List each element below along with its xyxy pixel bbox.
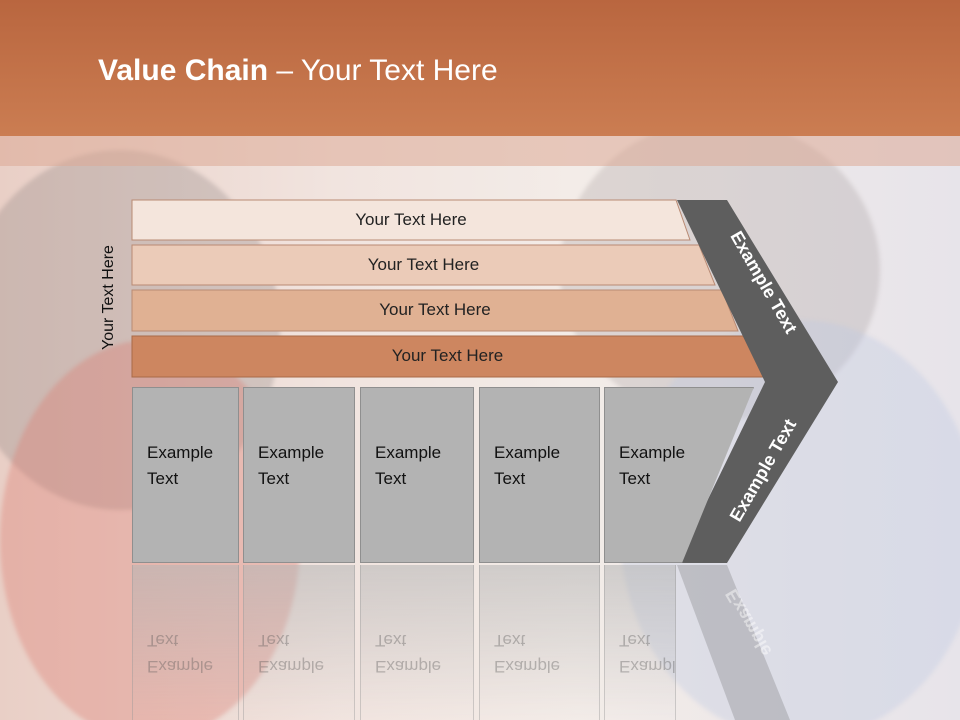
bar-shape-1 (131, 199, 691, 241)
bar-label-1: Your Text Here (355, 210, 467, 229)
box-2-line1: Example (258, 443, 325, 462)
box-3-line1: Example (375, 443, 442, 462)
box-5-line2: Text (619, 469, 651, 488)
title-rest: – Your Text Here (268, 54, 498, 87)
bar-row-2: Your Text Here (132, 245, 715, 285)
bar-shape-2 (131, 244, 716, 286)
bar-label-3: Your Text Here (379, 300, 491, 319)
box-1-line2: Text (147, 469, 179, 488)
slide-title: Value Chain – Your Text Here (98, 54, 498, 88)
title-bar (0, 0, 960, 136)
chevron-reflection (677, 565, 790, 720)
box-4-line2: Text (494, 469, 526, 488)
bar-row-4: Your Text Here (132, 336, 763, 376)
bar-row-3: Your Text Here (132, 290, 738, 330)
box-2-line2: Text (258, 469, 290, 488)
title-bold: Value Chain (98, 54, 269, 87)
bar-row-1: Your Text Here (132, 200, 690, 240)
title-band (0, 136, 960, 166)
bar-label-4: Your Text Here (391, 346, 504, 365)
bar-label-2: Your Text Here (367, 255, 480, 274)
box-5-line1: Example (619, 443, 686, 462)
chevron-arrow (677, 200, 838, 563)
box-4-line1: Example (494, 443, 561, 462)
bar-shape-3 (131, 289, 739, 332)
box-3-line2: Text (375, 469, 407, 488)
box-1-line1: Example (147, 443, 214, 462)
